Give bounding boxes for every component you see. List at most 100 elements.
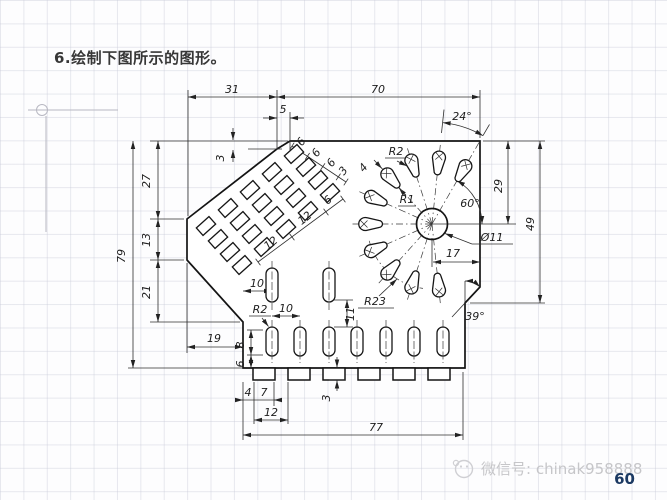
dim-70: 70	[371, 83, 385, 96]
pattern-slot	[283, 143, 305, 165]
dim-r1-pear: R1	[400, 193, 415, 206]
drawing-line	[261, 317, 269, 327]
dim-19: 19	[207, 332, 221, 345]
chain-tick	[335, 173, 341, 181]
pattern-slot	[195, 215, 217, 237]
dim-11: 11	[344, 307, 357, 321]
pattern-slot	[297, 200, 319, 222]
pear-hole	[363, 241, 388, 259]
hole-cross-mark	[365, 194, 375, 199]
chain-tick	[255, 258, 261, 266]
dim-dia11: Ø11	[480, 231, 504, 244]
drawing-line	[444, 233, 473, 245]
drawing-line	[452, 459, 460, 467]
drawing-line	[482, 124, 490, 136]
drawing-line	[451, 302, 466, 318]
hole-cross-mark	[385, 269, 388, 280]
pear-hole-group	[350, 216, 432, 232]
dim-49: 49	[524, 217, 537, 231]
tooth	[252, 367, 276, 381]
dim-21: 21	[140, 285, 153, 299]
chain-tick	[289, 142, 295, 150]
dim-8: 8	[234, 342, 247, 349]
center-hole	[415, 207, 449, 241]
dim-77: 77	[369, 421, 383, 434]
dim-r2-pear: R2	[389, 145, 404, 158]
drawing-line	[442, 121, 484, 137]
dim-39deg: 39°	[465, 310, 485, 323]
drawing-line	[456, 180, 485, 225]
pattern-slot	[319, 182, 341, 204]
drawing-line	[464, 278, 481, 288]
chain-tick	[289, 233, 295, 241]
watermark-text: 微信号: chinak958888	[481, 459, 643, 478]
pattern-slot	[207, 228, 229, 250]
dim-4-tooth: 4	[245, 386, 252, 399]
pear-hole	[431, 272, 447, 298]
pattern-slot	[217, 197, 239, 219]
hole-cross-mark	[406, 156, 416, 162]
pattern-slot	[239, 179, 261, 201]
hole-cross-mark	[408, 284, 414, 294]
dim-79: 79	[115, 249, 128, 263]
pear-hole-group	[404, 145, 433, 225]
pear-hole	[358, 216, 384, 232]
tooth	[357, 367, 381, 381]
dim-31: 31	[225, 83, 239, 96]
chain-tick	[340, 195, 346, 203]
bottom-teeth	[252, 367, 451, 381]
drawing-line	[257, 198, 344, 263]
pear-hole-group	[431, 223, 447, 306]
pear-hole	[431, 150, 447, 176]
hole-cross-mark	[464, 160, 468, 170]
dim-17: 17	[446, 247, 460, 260]
drawing-line	[36, 104, 48, 116]
tooth	[322, 367, 346, 381]
dim-r2-slot: R2	[253, 303, 268, 316]
drawing-line	[454, 459, 474, 479]
pear-hole	[380, 259, 401, 281]
pear-hole-group	[431, 142, 447, 225]
dim-27: 27	[140, 174, 153, 188]
drawing-line	[441, 109, 445, 134]
dim-12-tooth: 12	[264, 406, 278, 419]
pear-hole-group	[356, 223, 433, 259]
pattern-slot	[307, 169, 329, 191]
pear-hole	[363, 189, 388, 207]
drawing-line	[465, 465, 469, 468]
pattern-slot	[261, 161, 283, 183]
pattern-slot	[273, 174, 295, 196]
pattern-slot	[241, 223, 263, 245]
dim-24deg: 24°	[452, 110, 472, 123]
drawing-line	[398, 187, 407, 197]
chain-tick	[323, 208, 329, 216]
drawing-line	[396, 160, 408, 167]
drawing-line	[378, 278, 398, 297]
pear-hole	[404, 153, 420, 178]
pear-hole-group	[356, 189, 433, 225]
tooth	[427, 367, 451, 381]
pear-hole-group	[404, 223, 433, 303]
dim-29: 29	[492, 179, 505, 193]
pattern-slot	[219, 241, 241, 263]
pattern-slot	[263, 205, 285, 227]
dim-3-tooth: 3	[320, 395, 333, 402]
slide-title: 6.绘制下图所示的图形。	[54, 49, 227, 67]
pattern-slot	[285, 187, 307, 209]
hole-cross-mark	[435, 152, 443, 161]
chain-tick	[320, 163, 326, 171]
canvas-decoration	[28, 104, 118, 232]
pear-hole	[404, 270, 420, 295]
hole-cross-mark	[435, 288, 444, 296]
pattern-slot	[253, 236, 275, 258]
hole-cross-mark	[381, 172, 392, 175]
page-number: 60	[614, 470, 635, 488]
hole-cross-mark	[360, 220, 368, 228]
pattern-slot	[275, 218, 297, 240]
dim-5: 5	[280, 103, 287, 116]
pattern-slot	[251, 192, 273, 214]
dim-60deg: 60°	[460, 197, 480, 210]
pear-hole	[380, 167, 401, 189]
